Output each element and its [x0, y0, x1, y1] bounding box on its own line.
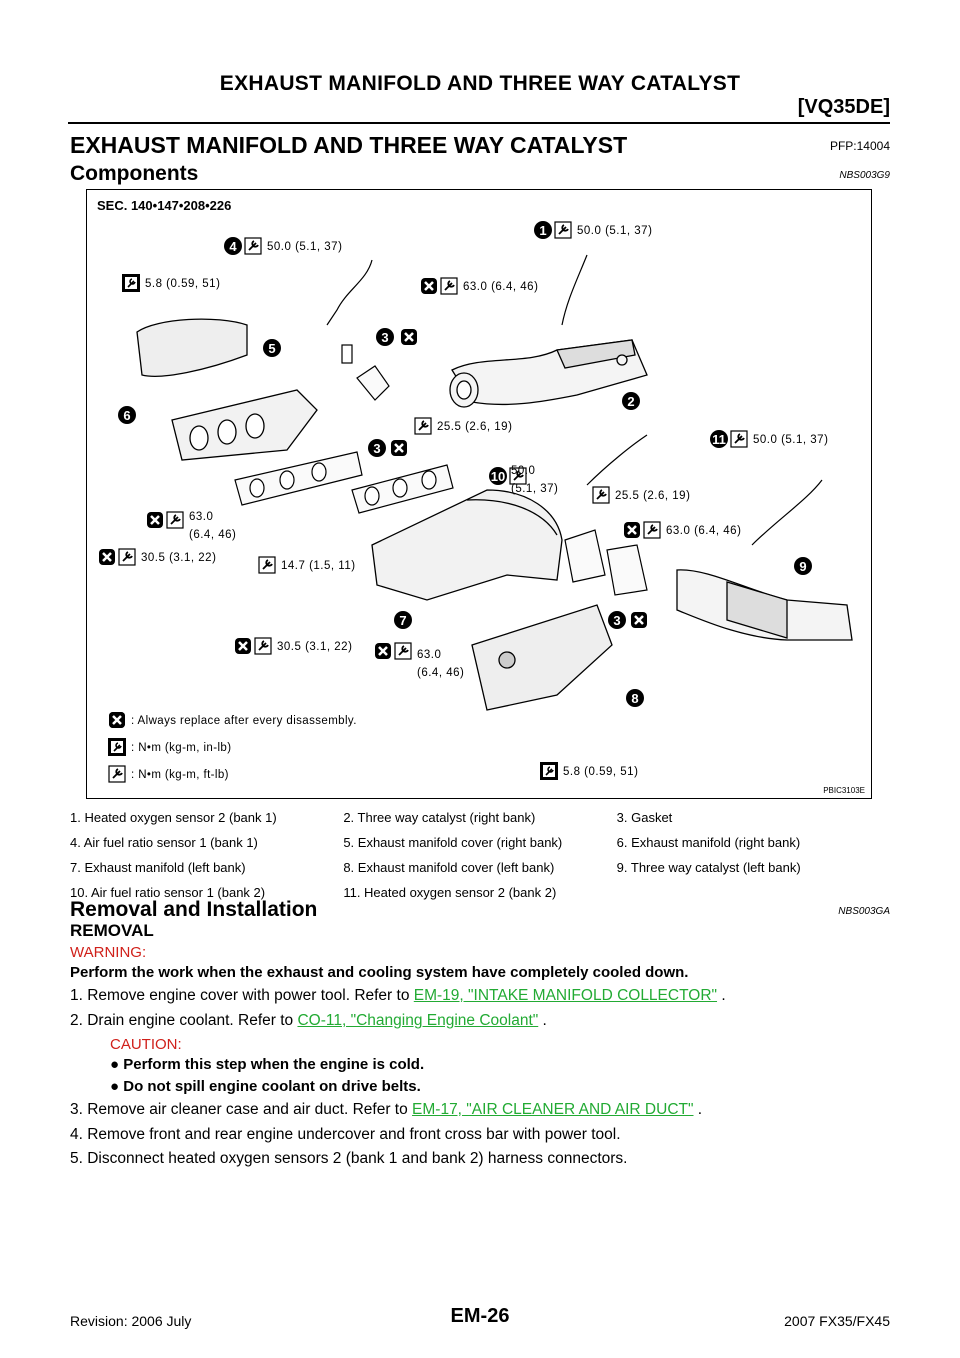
pfp-code: PFP:14004 — [829, 139, 890, 153]
header-rule — [68, 122, 890, 124]
image-code: PBIC3103E — [823, 786, 865, 795]
legend-inlb: : N•m (kg-m, in-lb) — [131, 742, 231, 754]
torque-10-a: 50.0 — [511, 465, 535, 477]
warning-text: Perform the work when the exhaust and co… — [70, 964, 689, 981]
torque-4: 50.0 (5.1, 37) — [267, 241, 342, 253]
callout-9: 9 — [799, 559, 806, 574]
legend-ftlb: : N•m (kg-m, ft-lb) — [131, 769, 229, 781]
warning-label: WARNING: — [70, 944, 147, 961]
torque-cover-left: 5.8 (0.59, 51) — [563, 766, 638, 778]
gasket-group — [234, 365, 648, 596]
part-9: 9. Three way catalyst (left bank) — [616, 860, 801, 875]
part-3: 3. Gasket — [616, 810, 673, 825]
torque-nut-l-a: 63.0 — [417, 649, 441, 661]
torque-sensor-left: 25.5 (2.6, 19) — [615, 490, 690, 502]
torque-nut-r-b: (6.4, 46) — [189, 529, 236, 541]
callout-11: 11 — [712, 432, 726, 447]
step-2: 2. Drain engine coolant. Refer to CO-11,… — [70, 1012, 547, 1029]
callout-3a: 3 — [381, 330, 388, 345]
callout-6: 6 — [123, 408, 130, 423]
step-5: 5. Disconnect heated oxygen sensors 2 (b… — [70, 1150, 628, 1167]
removal-heading: Removal and Installation — [70, 898, 318, 921]
right-bank-manifold — [136, 318, 318, 461]
engine-label: [VQ35DE] — [797, 96, 890, 118]
callout-10: 10 — [491, 469, 505, 484]
part-6: 6. Exhaust manifold (right bank) — [616, 835, 801, 850]
torque-stud: 14.7 (1.5, 11) — [281, 560, 356, 572]
page-number: EM-26 — [450, 1305, 510, 1327]
callout-2: 2 — [627, 394, 634, 409]
caution-item-2: ● Do not spill engine coolant on drive b… — [110, 1078, 421, 1095]
caution-item-1: ● Perform this step when the engine is c… — [110, 1056, 425, 1073]
symbol-legend: : Always replace after every disassembly… — [131, 715, 357, 781]
left-bank-cover — [471, 604, 613, 711]
torque-nut-right: 63.0 (6.4, 46) — [463, 281, 538, 293]
torque-labels: 50.0 (5.1, 37) 50.0 (5.1, 37) 5.8 (0.59,… — [141, 225, 828, 778]
torque-icons — [107, 221, 748, 783]
link-intake-manifold[interactable]: EM-19, "INTAKE MANIFOLD COLLECTOR" — [413, 987, 718, 1004]
step-1: 1. Remove engine cover with power tool. … — [70, 987, 726, 1004]
sensor-wires — [326, 254, 823, 546]
callout-7: 7 — [399, 613, 406, 628]
torque-cover-right: 5.8 (0.59, 51) — [145, 278, 220, 290]
torque-11: 50.0 (5.1, 37) — [753, 434, 828, 446]
footer-model: 2007 FX35/FX45 — [784, 1313, 890, 1329]
footer-revision: Revision: 2006 July — [70, 1313, 192, 1329]
torque-stud-right: 30.5 (3.1, 22) — [141, 552, 216, 564]
removal-subheading: REMOVAL — [70, 921, 154, 940]
components-heading: Components — [70, 162, 199, 185]
running-header-title: EXHAUST MANIFOLD AND THREE WAY CATALYST — [219, 72, 741, 95]
parts-legend: 1. Heated oxygen sensor 2 (bank 1) 2. Th… — [70, 805, 890, 905]
components-diagram: SEC. 140•147•208•226 — [86, 189, 872, 799]
link-air-cleaner[interactable]: EM-17, "AIR CLEANER AND AIR DUCT" — [412, 1101, 694, 1118]
part-10: 10. Air fuel ratio sensor 1 (bank 2) — [70, 885, 266, 900]
part-1: 1. Heated oxygen sensor 2 (bank 1) — [70, 810, 277, 825]
right-bank-catalyst — [449, 339, 648, 408]
components-code: NBS003G9 — [839, 170, 890, 181]
torque-10-b: (5.1, 37) — [511, 483, 558, 495]
part-4: 4. Air fuel ratio sensor 1 (bank 1) — [70, 835, 258, 850]
callout-4: 4 — [229, 239, 237, 254]
exploded-view-drawing: SEC. 140•147•208•226 — [97, 198, 865, 795]
sec-label: SEC. 140•147•208•226 — [97, 198, 231, 213]
torque-sensor-right: 25.5 (2.6, 19) — [437, 421, 512, 433]
legend-replace: : Always replace after every disassembly… — [131, 715, 357, 727]
part-11: 11. Heated oxygen sensor 2 (bank 2) — [343, 885, 557, 900]
callout-8: 8 — [631, 691, 638, 706]
removal-code: NBS003GA — [838, 906, 890, 917]
step-4: 4. Remove front and rear engine undercov… — [70, 1126, 621, 1143]
part-8: 8. Exhaust manifold cover (left bank) — [343, 860, 555, 875]
left-bank-catalyst — [676, 569, 853, 641]
left-bank-manifold — [371, 489, 563, 601]
callout-3b: 3 — [373, 441, 380, 456]
part-2: 2. Three way catalyst (right bank) — [343, 810, 536, 825]
torque-nut-left: 63.0 (6.4, 46) — [666, 525, 741, 537]
torque-nut-r-a: 63.0 — [189, 511, 213, 523]
callout-5: 5 — [268, 341, 275, 356]
part-5: 5. Exhaust manifold cover (right bank) — [343, 835, 563, 850]
torque-nut-l-b: (6.4, 46) — [417, 667, 464, 679]
part-7: 7. Exhaust manifold (left bank) — [70, 860, 246, 875]
link-changing-coolant[interactable]: CO-11, "Changing Engine Coolant" — [297, 1012, 539, 1029]
torque-1: 50.0 (5.1, 37) — [577, 225, 652, 237]
callout-3c: 3 — [613, 613, 620, 628]
torque-stud-left: 30.5 (3.1, 22) — [277, 641, 352, 653]
callout-markers: 1 2 3 3 3 4 5 6 7 8 9 10 11 — [118, 221, 812, 707]
callout-1: 1 — [539, 223, 546, 238]
step-3: 3. Remove air cleaner case and air duct.… — [70, 1101, 703, 1118]
caution-label: CAUTION: — [110, 1036, 182, 1053]
section-title: EXHAUST MANIFOLD AND THREE WAY CATALYST — [70, 132, 628, 158]
